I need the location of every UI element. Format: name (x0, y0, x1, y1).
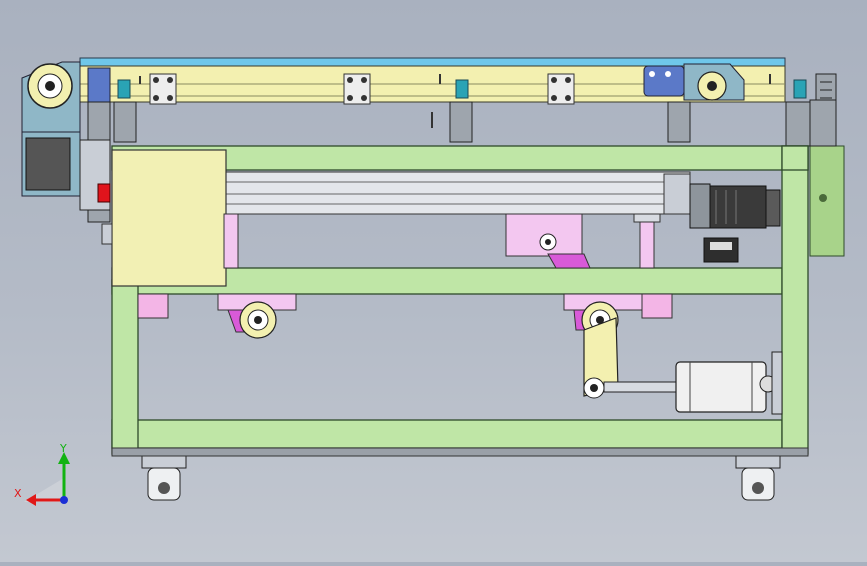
right-tail-pulley (683, 63, 837, 109)
center-bracket (223, 213, 591, 269)
pink-rod (639, 217, 655, 269)
teal-sensors (117, 79, 807, 99)
pneumatic-cylinder (603, 351, 783, 415)
frame-right-leg (781, 145, 809, 455)
belt-top-strip (79, 57, 786, 67)
belt-carrier-3 (547, 73, 575, 105)
frame-bottom-beam (111, 419, 783, 449)
right-control-box (809, 145, 845, 257)
y-axis-label: Y (59, 442, 67, 455)
lever-arm (583, 317, 619, 399)
caster-left (141, 453, 187, 501)
servo-motor (689, 183, 781, 229)
belt-carrier-1 (149, 73, 177, 105)
right-mount-plate (643, 65, 685, 97)
electrical-panel (111, 149, 227, 287)
caster-right (735, 453, 781, 501)
valve-block (703, 237, 739, 263)
conveyor-belt-assembly (79, 57, 811, 223)
axis-triad: Y X (14, 442, 70, 506)
z-axis-point (60, 496, 68, 504)
lower-brackets (137, 293, 673, 333)
belt-carrier-2 (343, 73, 371, 105)
frame-left-leg (111, 279, 139, 455)
linear-rail (225, 171, 691, 215)
x-axis-label: X (14, 487, 22, 500)
guide-wheels (239, 301, 619, 339)
red-connector (97, 183, 111, 203)
left-drive-unit (21, 61, 111, 211)
left-mount-plate (87, 67, 111, 103)
